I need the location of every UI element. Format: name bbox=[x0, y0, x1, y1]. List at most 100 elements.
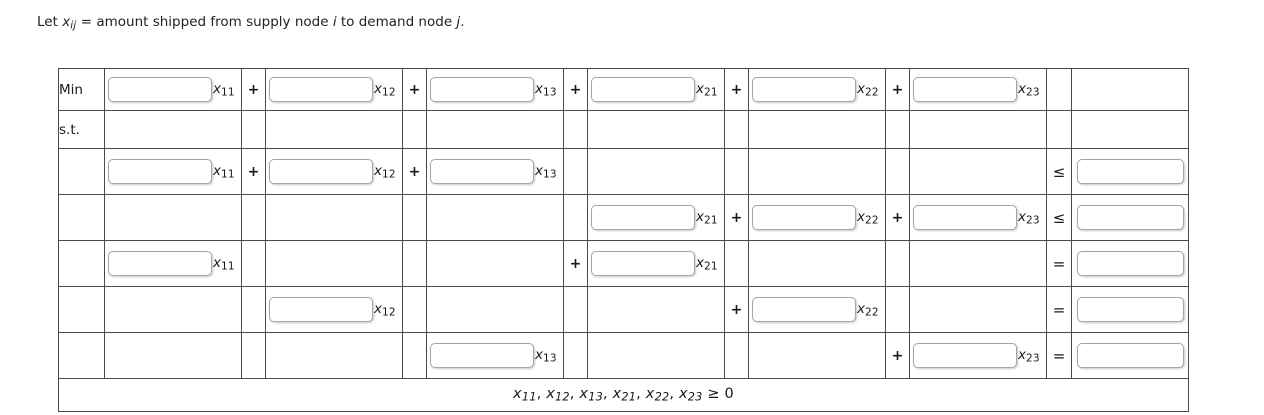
prompt-variable: xij bbox=[62, 14, 77, 32]
variable-subscript: 12 bbox=[382, 86, 396, 99]
operator-cell bbox=[402, 332, 427, 379]
operator-cell bbox=[724, 148, 749, 195]
variable-subscript: 21 bbox=[704, 260, 718, 273]
operator-cell bbox=[402, 194, 427, 241]
term-content: x11 bbox=[105, 69, 241, 110]
rhs-content bbox=[1072, 149, 1188, 194]
operator-cell: + bbox=[724, 286, 749, 333]
relation-cell: = bbox=[1046, 332, 1072, 379]
term-cell: x22 bbox=[748, 286, 886, 333]
plus-operator: + bbox=[408, 163, 421, 180]
term-cell bbox=[748, 240, 886, 287]
term-content: x22 bbox=[749, 287, 885, 332]
term-cell bbox=[748, 332, 886, 379]
rhs-input[interactable] bbox=[1076, 205, 1184, 230]
operator-cell bbox=[563, 332, 588, 379]
row-label-cell: s.t. bbox=[58, 110, 105, 149]
variable-label: x21 bbox=[696, 255, 718, 272]
operator-cell bbox=[402, 240, 427, 287]
variable-label: x12 bbox=[374, 81, 396, 98]
term-cell: x12 bbox=[265, 148, 403, 195]
rhs-cell bbox=[1071, 110, 1189, 149]
operator-cell bbox=[724, 240, 749, 287]
operator-cell bbox=[563, 286, 588, 333]
coefficient-input[interactable] bbox=[591, 251, 695, 276]
rhs-input[interactable] bbox=[1076, 343, 1184, 368]
term-cell bbox=[587, 332, 725, 379]
variable-subscript: 12 bbox=[382, 306, 396, 319]
coefficient-input[interactable] bbox=[108, 77, 212, 102]
relation-cell: ≤ bbox=[1046, 194, 1072, 241]
operator-cell bbox=[724, 332, 749, 379]
coefficient-input[interactable] bbox=[591, 77, 695, 102]
coefficient-input[interactable] bbox=[430, 77, 534, 102]
term-cell bbox=[909, 110, 1047, 149]
term-cell bbox=[104, 194, 242, 241]
rhs-input[interactable] bbox=[1076, 297, 1184, 322]
coefficient-input[interactable] bbox=[269, 297, 373, 322]
coefficient-input[interactable] bbox=[108, 251, 212, 276]
nonnegativity-variable: x23 bbox=[679, 386, 703, 403]
term-cell: x12 bbox=[265, 286, 403, 333]
term-cell bbox=[587, 286, 725, 333]
term-content bbox=[105, 287, 241, 332]
term-cell: x21 bbox=[587, 240, 725, 287]
coefficient-input[interactable] bbox=[269, 159, 373, 184]
coefficient-input[interactable] bbox=[913, 343, 1017, 368]
variable-name: x bbox=[696, 208, 704, 225]
coefficient-input[interactable] bbox=[913, 205, 1017, 230]
rhs-content bbox=[1072, 69, 1188, 110]
coefficient-input[interactable] bbox=[752, 77, 856, 102]
supply-2-row: x21+x22+x23≤ bbox=[58, 194, 1189, 241]
coefficient-input[interactable] bbox=[752, 297, 856, 322]
variable-subscript: 11 bbox=[521, 390, 537, 404]
variable-label: x22 bbox=[857, 301, 879, 318]
variable-name: x bbox=[857, 300, 865, 317]
term-content bbox=[427, 287, 563, 332]
coefficient-input[interactable] bbox=[269, 77, 373, 102]
operator-cell bbox=[724, 110, 749, 149]
variable-name: x bbox=[513, 386, 522, 403]
prompt-prefix: Let bbox=[37, 14, 63, 30]
operator-cell bbox=[885, 240, 910, 287]
rhs-input[interactable] bbox=[1076, 251, 1184, 276]
coefficient-input[interactable] bbox=[430, 159, 534, 184]
term-content bbox=[910, 111, 1046, 148]
coefficient-input[interactable] bbox=[752, 205, 856, 230]
operator-cell: + bbox=[885, 194, 910, 241]
nonnegativity-row: x11, x12, x13, x21, x22, x23 ≥ 0 bbox=[58, 378, 1189, 412]
variable-name: x bbox=[535, 162, 543, 179]
coefficient-input[interactable] bbox=[430, 343, 534, 368]
term-cell bbox=[104, 286, 242, 333]
variable-name: x bbox=[612, 386, 622, 403]
variable-subscript: 13 bbox=[588, 390, 603, 404]
coefficient-input[interactable] bbox=[591, 205, 695, 230]
term-cell bbox=[104, 332, 242, 379]
term-cell bbox=[587, 148, 725, 195]
term-content: x21 bbox=[588, 241, 724, 286]
variable-subscript: 11 bbox=[221, 86, 235, 99]
operator-cell: + bbox=[241, 68, 266, 111]
plus-operator: + bbox=[247, 81, 260, 98]
relation-symbol: = bbox=[1052, 254, 1066, 273]
rhs-cell bbox=[1071, 68, 1189, 111]
coefficient-input[interactable] bbox=[913, 77, 1017, 102]
term-content bbox=[105, 333, 241, 378]
variable-name: x bbox=[696, 80, 704, 97]
coefficient-input[interactable] bbox=[108, 159, 212, 184]
problem-statement: Let xij = amount shipped from supply nod… bbox=[37, 13, 464, 34]
prompt-period: . bbox=[460, 14, 465, 30]
row-label-cell: Min bbox=[58, 68, 105, 111]
rhs-input[interactable] bbox=[1076, 159, 1184, 184]
variable-subscript: 23 bbox=[1026, 86, 1040, 99]
operator-cell bbox=[241, 110, 266, 149]
relation-cell bbox=[1046, 68, 1072, 111]
relation-cell: = bbox=[1046, 240, 1072, 287]
term-content bbox=[910, 287, 1046, 332]
relation-symbol: = bbox=[1052, 346, 1066, 365]
variable-label: x23 bbox=[1018, 347, 1040, 364]
term-cell: x11 bbox=[104, 148, 242, 195]
operator-cell bbox=[885, 110, 910, 149]
term-cell: x22 bbox=[748, 68, 886, 111]
